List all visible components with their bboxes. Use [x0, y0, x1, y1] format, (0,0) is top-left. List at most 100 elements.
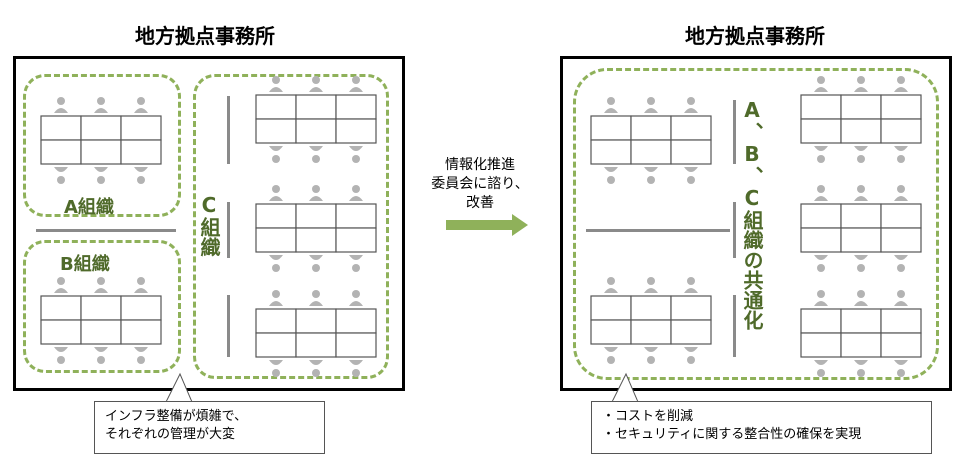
- zone-c: [193, 74, 389, 379]
- person-icon: [814, 185, 828, 201]
- person-icon: [349, 146, 363, 163]
- right-vertical-divider: [733, 202, 736, 258]
- right-vertical-divider: [733, 295, 736, 357]
- left-callout-line: インフラ整備が煩雑で、: [105, 409, 248, 424]
- person-icon: [54, 347, 68, 364]
- desk-block-r4: [800, 185, 922, 272]
- person-icon: [644, 347, 658, 364]
- arrow-caption-line: 情報化推進: [445, 157, 515, 173]
- person-icon: [894, 290, 908, 306]
- person-icon: [854, 146, 868, 163]
- right-horizontal-divider: [586, 229, 730, 232]
- arrow-caption: 情報化推進 委員会に諮り、 改善: [420, 156, 540, 213]
- person-icon: [269, 255, 283, 272]
- left-horizontal-divider: [36, 229, 176, 232]
- desk-table: [800, 94, 922, 144]
- person-icon: [894, 255, 908, 272]
- person-icon: [134, 97, 148, 113]
- person-icon: [349, 255, 363, 272]
- person-icon: [349, 76, 363, 92]
- left-office-title: 地方拠点事務所: [135, 24, 275, 48]
- person-icon: [309, 76, 323, 92]
- left-vertical-divider: [227, 202, 230, 258]
- desk-block-r5: [800, 290, 922, 377]
- desk-table: [40, 295, 162, 345]
- person-icon: [644, 277, 658, 293]
- person-icon: [134, 347, 148, 364]
- person-icon: [134, 167, 148, 184]
- person-icon: [94, 277, 108, 293]
- person-icon: [604, 167, 618, 184]
- person-icon: [684, 277, 698, 293]
- person-icon: [309, 185, 323, 201]
- person-icon: [894, 76, 908, 92]
- desk-block-r3: [800, 76, 922, 163]
- desk-table: [800, 203, 922, 253]
- person-icon: [94, 347, 108, 364]
- person-icon: [854, 76, 868, 92]
- person-icon: [894, 360, 908, 377]
- desk-block-r2: [590, 277, 712, 364]
- person-icon: [349, 360, 363, 377]
- right-office-title: 地方拠点事務所: [685, 24, 825, 48]
- desk-block-c1: [255, 76, 377, 163]
- left-callout-pointer: [165, 372, 193, 404]
- person-icon: [349, 290, 363, 306]
- person-icon: [684, 97, 698, 113]
- shared-organization-label: A、B、C組織の共通化: [740, 98, 764, 330]
- desk-block-c2: [255, 185, 377, 272]
- desk-table: [40, 115, 162, 165]
- right-callout: ・コストを削減 ・セキュリティに関する整合性の確保を実現: [591, 401, 932, 454]
- person-icon: [894, 146, 908, 163]
- person-icon: [309, 360, 323, 377]
- person-icon: [684, 347, 698, 364]
- zone-a-label: A組織: [64, 197, 114, 218]
- person-icon: [269, 146, 283, 163]
- person-icon: [814, 290, 828, 306]
- person-icon: [814, 76, 828, 92]
- right-callout-line: ・コストを削減: [602, 409, 694, 424]
- person-icon: [644, 97, 658, 113]
- person-icon: [644, 167, 658, 184]
- person-icon: [684, 167, 698, 184]
- right-vertical-divider: [733, 100, 736, 164]
- person-icon: [854, 185, 868, 201]
- person-icon: [269, 76, 283, 92]
- person-icon: [54, 167, 68, 184]
- person-icon: [604, 347, 618, 364]
- desk-block-r1: [590, 97, 712, 184]
- person-icon: [604, 277, 618, 293]
- left-callout-line: それぞれの管理が大変: [105, 427, 236, 442]
- person-icon: [54, 277, 68, 293]
- person-icon: [814, 255, 828, 272]
- person-icon: [54, 97, 68, 113]
- person-icon: [814, 360, 828, 377]
- person-icon: [309, 290, 323, 306]
- person-icon: [134, 277, 148, 293]
- person-icon: [854, 255, 868, 272]
- arrow-caption-line: 委員会に諮り、: [431, 176, 529, 192]
- person-icon: [269, 360, 283, 377]
- desk-block-c3: [255, 290, 377, 377]
- left-vertical-divider: [227, 295, 230, 357]
- desk-table: [255, 308, 377, 358]
- zone-b: [23, 240, 181, 373]
- desk-block-b: [40, 277, 162, 364]
- left-vertical-divider: [227, 96, 230, 164]
- person-icon: [854, 360, 868, 377]
- desk-table: [255, 203, 377, 253]
- desk-block-a: [40, 97, 162, 184]
- person-icon: [309, 255, 323, 272]
- desk-table: [255, 94, 377, 144]
- person-icon: [309, 146, 323, 163]
- zone-c-label: C組織: [197, 193, 221, 257]
- zone-b-label: B組織: [60, 254, 110, 275]
- person-icon: [269, 185, 283, 201]
- person-icon: [349, 185, 363, 201]
- shared-zone: [573, 68, 939, 380]
- person-icon: [814, 146, 828, 163]
- right-arrow-icon: [446, 214, 528, 236]
- desk-table: [800, 308, 922, 358]
- arrow-caption-line: 改善: [466, 195, 494, 211]
- person-icon: [94, 167, 108, 184]
